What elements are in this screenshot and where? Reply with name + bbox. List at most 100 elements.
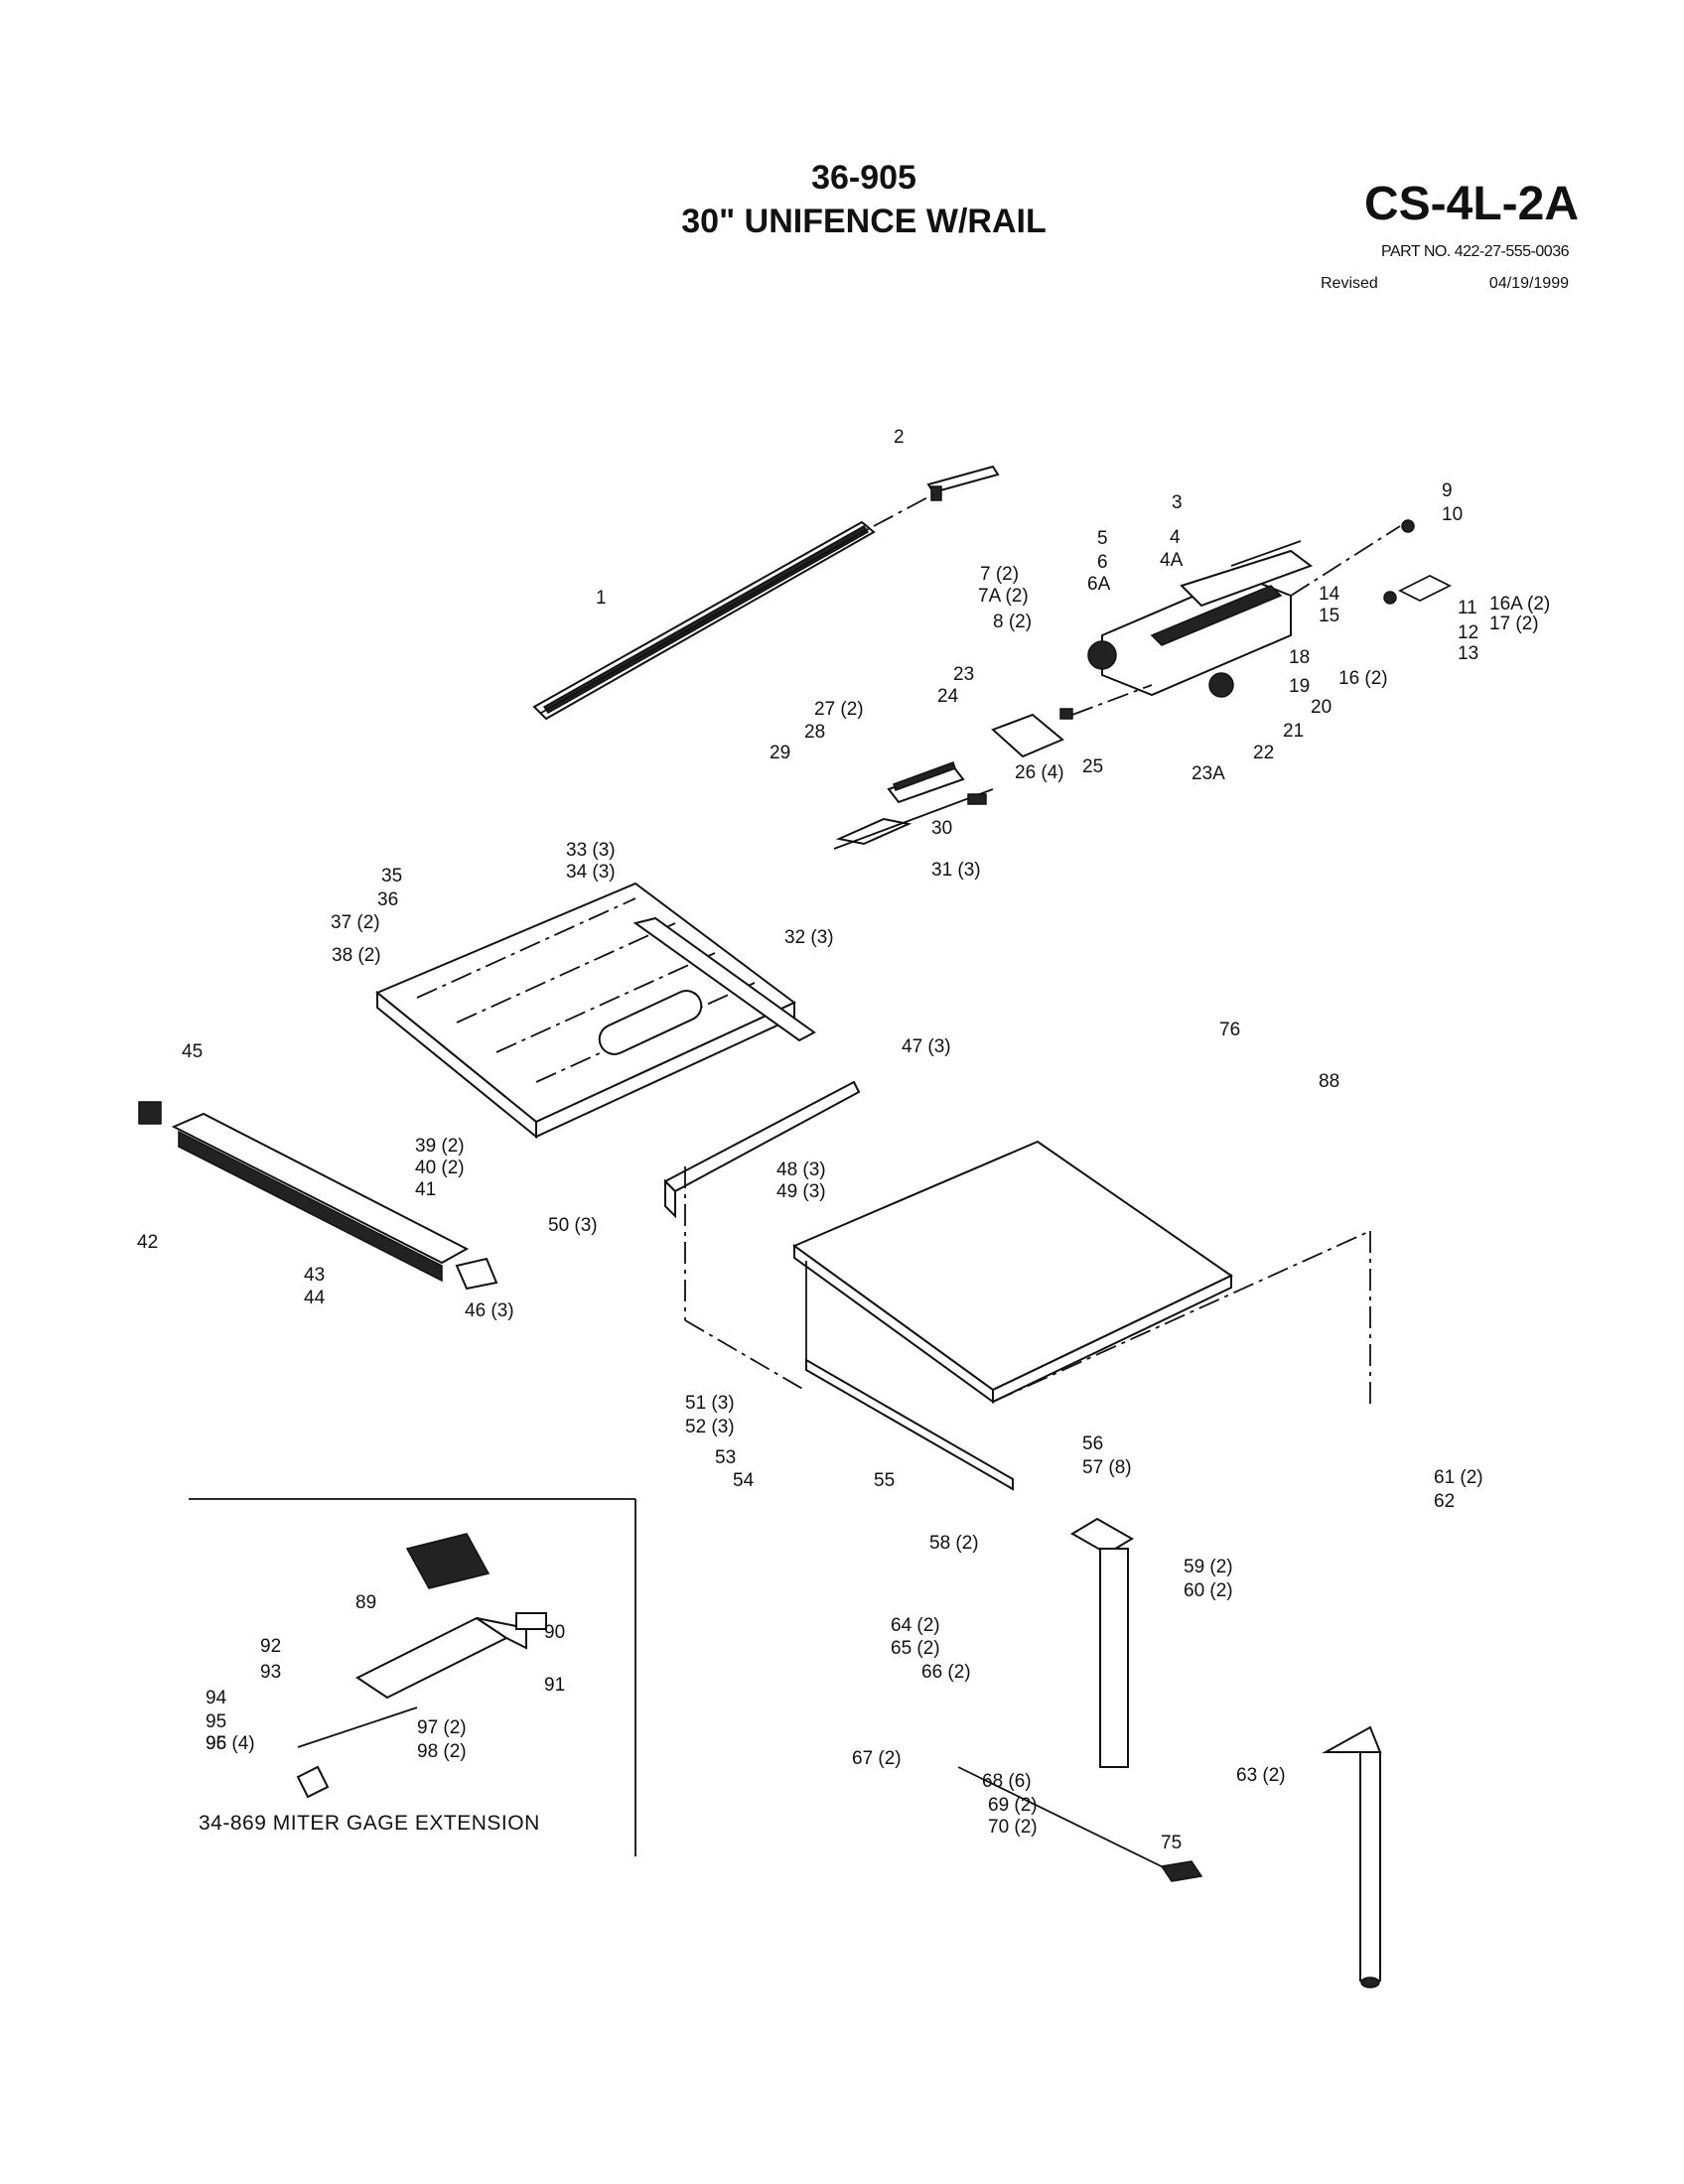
callout-label: 24: [937, 686, 959, 707]
callout-label: 94: [206, 1688, 227, 1708]
callout-label: 6: [1097, 552, 1108, 573]
callout-label: 45: [182, 1041, 203, 1062]
saw-cabinet: [791, 1140, 1233, 1491]
callout-label: 37 (2): [331, 912, 380, 933]
callout-label: 3: [1172, 492, 1183, 513]
part-number: PART NO. 422-27-555-0036: [1380, 243, 1570, 260]
callout-label: 64 (2): [891, 1615, 940, 1636]
drawing-title: 30" UNIFENCE W/RAIL: [681, 203, 1047, 240]
callout-label: 11: [1458, 598, 1477, 618]
callout-label: 88: [1319, 1071, 1339, 1092]
callout-label: 1: [596, 588, 607, 609]
callout-label: 65 (2): [891, 1638, 940, 1659]
callout-label: 58 (2): [929, 1533, 979, 1554]
callout-label: 7A (2): [978, 586, 1029, 607]
callout-label: 50 (3): [548, 1215, 598, 1236]
callout-label: 21: [1283, 721, 1304, 742]
callout-label: 49 (3): [776, 1181, 826, 1202]
callout-label: 52 (3): [685, 1417, 735, 1437]
callout-label: 98 (2): [417, 1741, 467, 1762]
front-guide-rail: [138, 1101, 498, 1291]
callout-label: 12: [1458, 622, 1478, 643]
callout-label: 4A: [1160, 550, 1184, 571]
callout-label: 43: [304, 1265, 325, 1286]
callout-label: 35: [381, 866, 402, 887]
callout-label: 34 (3): [566, 862, 616, 883]
fence-head-assembly: [1087, 519, 1453, 698]
callout-label: 13: [1458, 643, 1478, 664]
callout-label: 76: [1219, 1020, 1240, 1040]
callout-label: 16A (2): [1489, 594, 1550, 614]
callout-label: 26 (4): [1015, 762, 1064, 783]
callout-label: 54: [733, 1470, 755, 1491]
callout-label: 92: [260, 1636, 281, 1657]
callout-label: 55: [874, 1470, 895, 1491]
callout-label: 89: [355, 1592, 376, 1613]
model-number: 36-905: [811, 159, 916, 197]
callout-label: 67 (2): [852, 1748, 902, 1769]
callout-label: 23: [953, 664, 974, 685]
callout-label: 61 (2): [1434, 1467, 1483, 1488]
callout-label: 15: [1319, 606, 1339, 626]
callout-label: 90: [544, 1622, 565, 1643]
callout-label: 16 (2): [1338, 668, 1388, 689]
callout-label: 6A: [1087, 574, 1111, 595]
callout-label: 40 (2): [415, 1158, 465, 1178]
callout-label: 60 (2): [1184, 1580, 1233, 1601]
extension-table: [375, 882, 796, 1140]
revised-label: Revised: [1321, 275, 1378, 292]
callout-label: 97 (2): [417, 1717, 467, 1738]
callout-label: 59 (2): [1184, 1557, 1233, 1577]
callout-label: 5: [1097, 528, 1108, 549]
callout-label: 28: [804, 722, 825, 743]
callout-label: 39 (2): [415, 1136, 465, 1157]
rail-end-cap: [873, 465, 1000, 527]
callout-label: 20: [1311, 697, 1332, 718]
callout-label: 38 (2): [332, 945, 381, 966]
callout-label: 75: [1161, 1833, 1182, 1853]
callout-label: 53: [715, 1447, 736, 1468]
callout-label: 57 (8): [1082, 1457, 1132, 1478]
callout-label: 22: [1253, 743, 1274, 763]
callout-label: 41: [415, 1179, 436, 1200]
callout-label: 18: [1289, 647, 1310, 668]
callout-label: 29: [770, 743, 790, 763]
callout-label: 48 (3): [776, 1160, 826, 1180]
callout-label: 10: [1442, 504, 1463, 525]
miter-gage-extension: [296, 1533, 547, 1799]
callout-label: 46 (3): [465, 1300, 514, 1321]
drawing-code: CS-4L-2A: [1363, 178, 1579, 230]
callout-label: 70 (2): [988, 1817, 1038, 1838]
callout-label: 66 (2): [921, 1662, 971, 1683]
callout-label: 47 (3): [902, 1036, 951, 1057]
callout-label: 8 (2): [993, 612, 1032, 632]
callout-label: 96 (4): [206, 1733, 255, 1754]
callout-label: 91: [544, 1675, 565, 1696]
callout-label: 31 (3): [931, 860, 981, 881]
callout-label: 36: [377, 889, 398, 910]
revised-date: 04/19/1999: [1488, 275, 1569, 292]
callout-label: 2: [894, 427, 905, 448]
callout-label: 63 (2): [1236, 1765, 1286, 1786]
callout-label: 33 (3): [566, 840, 616, 861]
callout-label: 95: [206, 1711, 226, 1732]
callout-label: 7 (2): [980, 564, 1019, 585]
callout-label: 69 (2): [988, 1795, 1038, 1816]
inset-frame: [189, 1498, 636, 1856]
angle-bracket: [663, 1080, 861, 1219]
callout-label: 25: [1082, 756, 1103, 777]
callout-label: 4: [1170, 527, 1181, 548]
inset-title: 34-869 MITER GAGE EXTENSION: [199, 1812, 540, 1835]
support-bar: [632, 916, 816, 1042]
callout-label: 42: [137, 1232, 158, 1253]
callout-label: 56: [1082, 1433, 1103, 1454]
callout-label: 32 (3): [784, 927, 834, 948]
callout-label: 95: [206, 1733, 226, 1754]
callout-label: 30: [931, 818, 952, 839]
fence-rail: [532, 520, 876, 721]
callout-label: 68 (6): [982, 1771, 1032, 1792]
callout-label: 93: [260, 1662, 281, 1683]
callout-label: 62: [1434, 1491, 1455, 1512]
